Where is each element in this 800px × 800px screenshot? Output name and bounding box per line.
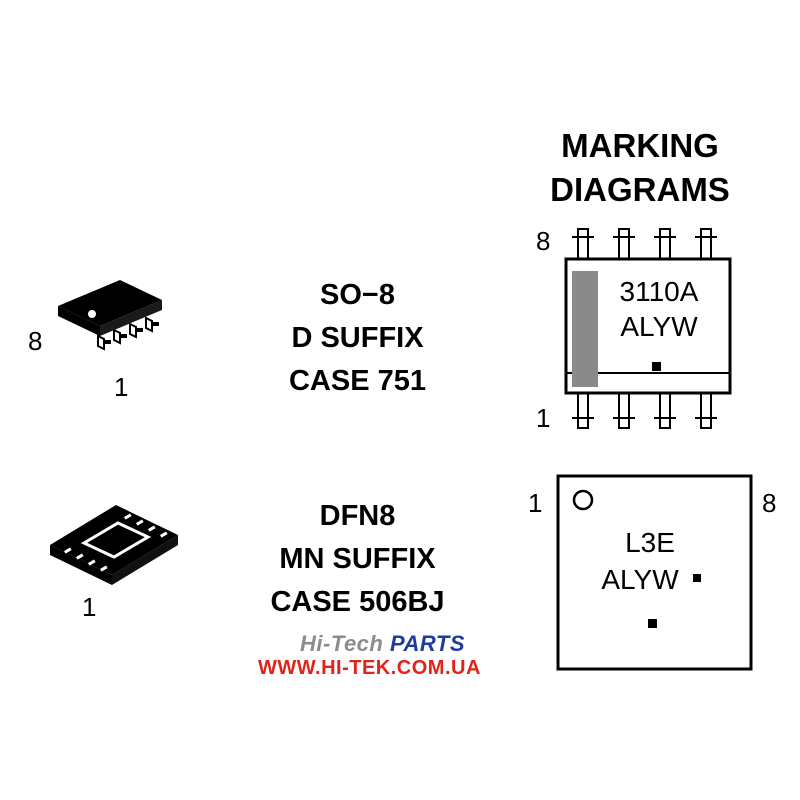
dfn8-case: CASE 506BJ bbox=[270, 586, 445, 618]
dfn8-marking-line2: ALYW bbox=[601, 564, 679, 595]
dfn8-suffix: MN SUFFIX bbox=[279, 543, 436, 575]
so8-pin-1-label: 1 bbox=[114, 372, 129, 402]
so8-pin-8-label: 8 bbox=[28, 326, 43, 356]
so8-marking-line2: ALYW bbox=[620, 311, 698, 342]
dfn8-package-name: DFN8 bbox=[319, 500, 396, 532]
watermark-url[interactable]: WWW.HI-TEK.COM.UA bbox=[258, 657, 481, 679]
dfn8-marking-diagram bbox=[556, 474, 753, 671]
dfn8-package-illustration bbox=[50, 505, 178, 585]
dfn8-marking-pin-1-label: 1 bbox=[528, 488, 543, 518]
so8-package-illustration bbox=[58, 280, 162, 351]
so8-case: CASE 751 bbox=[288, 365, 426, 397]
so8-marking-diagram bbox=[564, 228, 732, 429]
watermark-brand-parts: PARTS bbox=[389, 631, 466, 656]
watermark-brand: Hi-Tech PARTS bbox=[300, 631, 465, 657]
watermark-brand-hitech: Hi-Tech bbox=[300, 631, 384, 656]
marking-title-line2: DIAGRAMS bbox=[550, 171, 730, 208]
marking-title-line1: MARKING bbox=[561, 127, 719, 164]
so8-suffix: D SUFFIX bbox=[291, 322, 424, 354]
dfn8-marking-line1: L3E bbox=[625, 527, 675, 558]
so8-marking-pin-8-label: 8 bbox=[536, 226, 551, 256]
so8-marking-pin-1-label: 1 bbox=[536, 403, 551, 433]
so8-package-name: SO−8 bbox=[320, 279, 395, 311]
so8-marking-line1: 3110A bbox=[619, 276, 699, 307]
dfn8-marking-pin-8-label: 8 bbox=[762, 488, 777, 518]
dfn8-pin-1-label: 1 bbox=[82, 592, 97, 622]
